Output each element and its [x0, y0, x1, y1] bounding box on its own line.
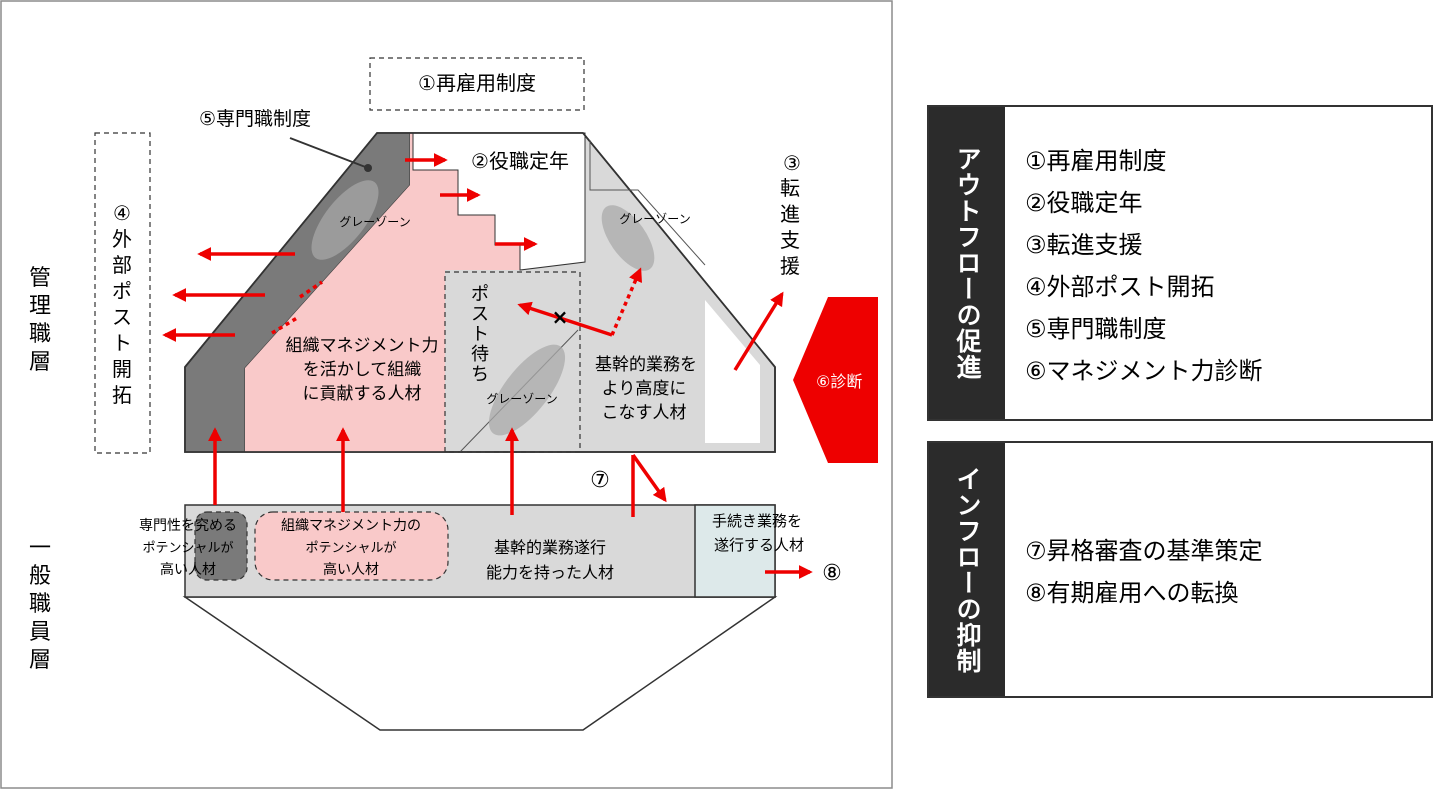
- outflow-item: ②役職定年: [1025, 189, 1143, 217]
- management-layer-4: 層: [29, 350, 51, 375]
- outflow-list: ①再雇用制度 ②役職定年 ③転進支援 ④外部ポスト開拓 ⑤専門職制度 ⑥マネジメ…: [1025, 140, 1421, 392]
- procedural-box: [694, 504, 776, 598]
- gray-zone-ellipse: [601, 205, 655, 271]
- transfer-label-1: ③: [783, 151, 801, 175]
- rehire-box: [369, 57, 585, 111]
- post-limit-label: ②役職定年: [471, 149, 569, 173]
- outflow-title-bar: アウトフローの促進: [929, 107, 1005, 419]
- inflow-item: ⑦昇格審査の基準策定: [1025, 537, 1263, 565]
- inflow-list: ⑦昇格審査の基準策定 ⑧有期雇用への転換: [1025, 530, 1421, 614]
- management-layer-2: 理: [29, 294, 51, 319]
- post-waiting-label-5: ち: [471, 364, 489, 385]
- dotted-arrow: [610, 267, 642, 336]
- core-talent-line-3: こなす人材: [602, 403, 687, 423]
- blocked-mark: ×: [552, 305, 569, 329]
- flow-arrows: [162, 153, 813, 579]
- transfer-area: [705, 300, 760, 443]
- external-label-1: ④: [113, 201, 131, 225]
- rehire-label: ①再雇用制度: [418, 71, 536, 95]
- specialist-potential-box: [194, 511, 248, 581]
- external-post-box: [94, 132, 151, 454]
- arrow-promotion: [631, 453, 667, 503]
- org-talent-line-1: 組織マネジメント力: [286, 336, 439, 356]
- procedural-line-1: 手続き業務を: [712, 512, 802, 530]
- core-talent-line-2: より高度に: [602, 379, 687, 399]
- general-layer-1: 一: [29, 536, 51, 561]
- external-label-7: 開: [112, 357, 132, 381]
- base-trapezoid: [182, 596, 778, 731]
- org-potential-line-1: 組織マネジメント力の: [281, 518, 421, 534]
- fixed-term-label: ⑧: [822, 561, 842, 586]
- outflow-panel: アウトフローの促進 ①再雇用制度 ②役職定年 ③転進支援 ④外部ポスト開拓 ⑤専…: [927, 105, 1433, 421]
- dotted-arrow: [271, 316, 298, 335]
- outflow-item: ⑥マネジメント力診断: [1025, 357, 1263, 385]
- general-layer-5: 層: [29, 648, 51, 673]
- org-potential-box: [254, 511, 449, 581]
- post-waiting-label-1: ポ: [471, 284, 489, 305]
- outflow-item: ③転進支援: [1025, 231, 1143, 259]
- gray-zone-ellipse: [311, 180, 379, 260]
- procedural-line-2: 遂行する人材: [714, 536, 804, 554]
- specialist-potential-line-1: 専門性を究める: [139, 518, 237, 534]
- gray-zone-ellipse: [488, 344, 566, 436]
- outflow-item: ①再雇用制度: [1025, 147, 1167, 175]
- transfer-label-2: 転: [780, 176, 800, 200]
- inflow-panel: インフローの抑制 ⑦昇格審査の基準策定 ⑧有期雇用への転換: [927, 441, 1433, 698]
- core-capable-line-2: 能力を持った人材: [486, 563, 614, 582]
- org-potential-line-2: ポテンシャルが: [305, 541, 396, 556]
- promotion-label: ⑦: [590, 468, 610, 493]
- outflow-item: ⑤専門職制度: [1025, 315, 1167, 343]
- diagram-frame: [0, 0, 893, 789]
- org-potential-line-3: 高い人材: [323, 561, 379, 578]
- specialist-potential-line-3: 高い人材: [160, 561, 216, 578]
- inflow-title: インフローの抑制: [953, 465, 982, 674]
- diagnosis-arrow: [793, 297, 878, 463]
- core-talent-line-1: 基幹的業務を: [595, 354, 697, 375]
- post-waiting-label-4: 待: [471, 344, 489, 365]
- external-label-6: ト: [112, 331, 132, 355]
- arrow-transfer: [733, 291, 784, 371]
- external-label-8: 拓: [112, 383, 132, 407]
- post-waiting-label-2: ス: [471, 304, 489, 325]
- gray-zone-label: グレーゾーン: [486, 392, 557, 406]
- general-layer-3: 職: [29, 592, 51, 617]
- general-layer-2: 般: [29, 564, 51, 589]
- management-layer-3: 職: [29, 322, 51, 347]
- external-label-2: 外: [112, 227, 132, 251]
- outflow-title: アウトフローの促進: [953, 146, 982, 380]
- inflow-title-bar: インフローの抑制: [929, 443, 1005, 696]
- diagnosis-label: ⑥診断: [816, 372, 862, 391]
- core-capable-line-1: 基幹的業務遂行: [494, 538, 606, 557]
- org-zone: [245, 133, 520, 452]
- gray-zone-label: グレーゾーン: [619, 212, 690, 226]
- transfer-label-3: 進: [780, 202, 800, 226]
- gray-zone-label: グレーゾーン: [339, 215, 410, 229]
- org-talent-line-2: を活かして組織: [303, 360, 422, 380]
- outflow-item: ④外部ポスト開拓: [1025, 273, 1215, 301]
- external-label-4: ポ: [112, 279, 132, 303]
- specialist-label: ⑤専門職制度: [199, 108, 311, 130]
- inflow-item: ⑧有期雇用への転換: [1025, 579, 1239, 607]
- management-layer-1: 管: [29, 266, 51, 291]
- general-layer-4: 員: [29, 620, 51, 645]
- transfer-label-5: 援: [780, 254, 800, 278]
- org-talent-line-3: に貢献する人材: [303, 384, 422, 404]
- post-waiting-label-3: ト: [471, 324, 489, 345]
- external-label-5: ス: [112, 305, 132, 329]
- transfer-label-4: 支: [780, 228, 800, 252]
- specialist-potential-line-2: ポテンシャルが: [142, 541, 233, 556]
- external-label-3: 部: [112, 253, 132, 277]
- arrow-post-waiting: [517, 301, 613, 337]
